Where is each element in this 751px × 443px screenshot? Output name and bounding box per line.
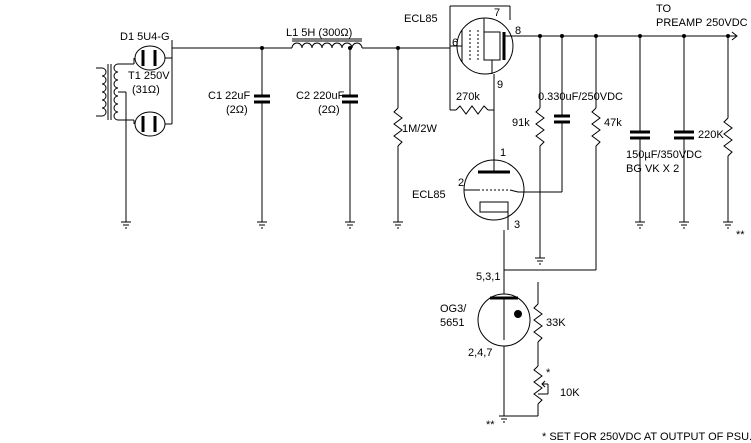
choke-l1 (291, 38, 363, 49)
ground-icon (723, 221, 733, 229)
resistor-33k (533, 282, 543, 366)
label-pins-top: 5,3,1 (476, 271, 500, 283)
capacitor-coupling (518, 36, 570, 193)
label-ecl85-bottom: ECL85 (412, 189, 446, 201)
label-preamp: PREAMP (656, 17, 702, 29)
ground-icon (535, 257, 545, 265)
tube-ecl85-top (450, 17, 540, 75)
label-270k: 270k (456, 91, 480, 103)
pin-7: 7 (494, 7, 500, 19)
ground-symbols (121, 221, 733, 423)
label-10k: 10K (560, 387, 580, 399)
ground-icon (345, 221, 355, 229)
label-t1-voltage: T1 250V (128, 70, 170, 82)
label-5651: 5651 (440, 317, 464, 329)
output-arrow (731, 31, 738, 41)
ground-icon (257, 221, 267, 229)
label-c2: C2 220uF (296, 90, 345, 102)
pin-9: 9 (497, 79, 503, 91)
ground-icon (121, 221, 131, 229)
label-d1: D1 5U4-G (120, 31, 170, 43)
label-c1-esr: (2Ω) (226, 104, 248, 116)
potentiometer-10k[interactable] (533, 365, 549, 416)
label-33k: 33K (546, 317, 566, 329)
label-pins-bottom: 2,4,7 (468, 347, 492, 359)
resistor-270k (450, 74, 495, 150)
pin-2: 2 (458, 177, 464, 189)
ground-icon (393, 221, 403, 229)
capacitor-output-1 (630, 36, 650, 222)
rectifier-d1 (133, 40, 173, 137)
pin-8: 8 (515, 25, 521, 37)
label-pot-mark: * (546, 367, 551, 379)
pin-6: 6 (452, 37, 458, 49)
label-c2-esr: (2Ω) (318, 104, 340, 116)
ground-icon (635, 221, 645, 229)
label-47k: 47k (604, 117, 622, 129)
label-c1: C1 22uF (208, 90, 250, 102)
pin-1: 1 (500, 147, 506, 159)
label-coupling-cap: 0.330uF/250VDC (538, 91, 623, 103)
label-t1-resistance: (31Ω) (132, 84, 160, 96)
resistor-bleeder (393, 48, 403, 222)
label-bleeder: 1M/2W (402, 123, 437, 135)
label-91k: 91k (512, 117, 530, 129)
label-l1: L1 5H (300Ω) (286, 27, 352, 39)
capacitor-c2 (342, 48, 358, 222)
resistor-47k (504, 36, 601, 271)
label-output-voltage: 250VDC (706, 17, 748, 29)
label-og3: OG3/ (440, 303, 467, 315)
label-output-caps: 150µF/350VDC (626, 149, 702, 161)
footnote: * SET FOR 250VDC AT OUTPUT OF PSU. (542, 431, 751, 443)
capacitor-c1 (254, 48, 270, 222)
label-ecl85-top: ECL85 (404, 13, 438, 25)
pin-3: 3 (514, 219, 520, 231)
tube-og3 (477, 293, 531, 416)
resistor-220k (723, 36, 733, 222)
label-220k: 220K (698, 129, 724, 141)
tube-ecl85-bottom (463, 150, 525, 270)
resistor-91k (535, 36, 545, 258)
label-to: TO (656, 3, 672, 15)
transformer-t1 (96, 63, 134, 222)
capacitor-output-2 (674, 36, 694, 222)
label-220k-stars: ** (736, 229, 745, 241)
label-output-caps-type: BG VK X 2 (626, 163, 679, 175)
ground-icon (679, 221, 689, 229)
ground-icon (499, 415, 509, 423)
label-og3-stars: ** (486, 419, 495, 431)
